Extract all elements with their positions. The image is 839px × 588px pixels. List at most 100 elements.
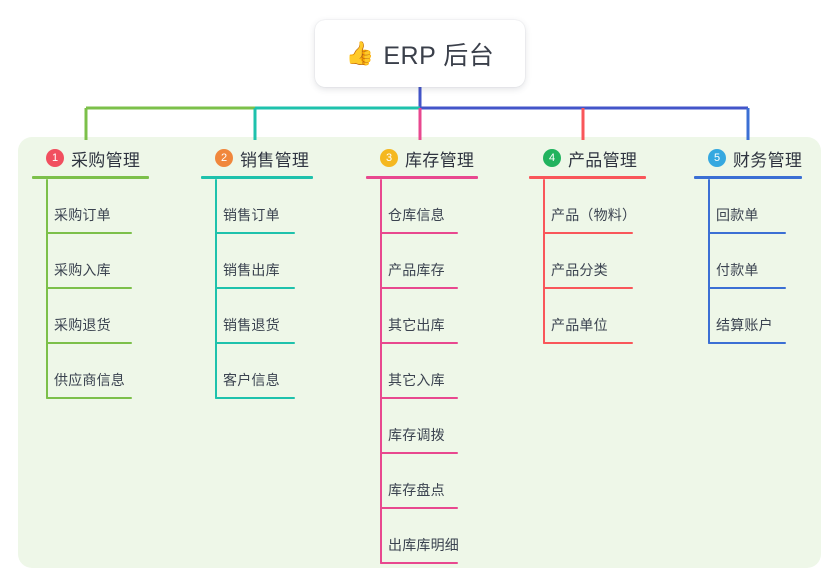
branch-item-label: 供应商信息: [54, 372, 125, 388]
branch-item[interactable]: 销售订单: [201, 179, 323, 234]
root-node-content: 👍 ERP 后台: [346, 36, 495, 72]
branch-item[interactable]: 供应商信息: [32, 344, 160, 399]
branch-item-list: 回款单付款单结算账户: [694, 179, 812, 344]
branch-underline: [366, 176, 478, 179]
branch-item[interactable]: 产品（物料）: [529, 179, 657, 234]
branch-item-label: 销售退货: [223, 317, 280, 333]
branch-item-label: 采购订单: [54, 207, 111, 223]
branch-item-label: 客户信息: [223, 372, 280, 388]
branch-item[interactable]: 其它入库: [366, 344, 488, 399]
branch-item-label: 仓库信息: [388, 207, 445, 223]
branch-title: 库存管理: [405, 150, 475, 170]
branch-item[interactable]: 客户信息: [201, 344, 323, 399]
branch-item-underline: [708, 232, 786, 234]
branch-number-badge: 1: [46, 149, 64, 167]
branch-item[interactable]: 库存调拨: [366, 399, 488, 454]
branch-number-badge: 2: [215, 149, 233, 167]
branches-background-panel: [18, 137, 821, 568]
branch-item-list: 采购订单采购入库采购退货供应商信息: [32, 179, 160, 399]
branch-spine: [543, 179, 545, 344]
branch-item-label: 其它入库: [388, 372, 445, 388]
branch-item-underline: [46, 397, 132, 399]
branch-underline: [694, 176, 802, 179]
branch-column: 3 库存管理仓库信息产品库存其它出库其它入库库存调拨库存盘点出库库明细: [366, 145, 488, 564]
branch-item-list: 销售订单销售出库销售退货客户信息: [201, 179, 323, 399]
branch-item[interactable]: 销售退货: [201, 289, 323, 344]
branch-item-underline: [46, 342, 132, 344]
branch-item-label: 库存盘点: [388, 482, 445, 498]
branch-item-label: 采购入库: [54, 262, 111, 278]
branch-item-label: 销售订单: [223, 207, 280, 223]
branch-item-label: 产品单位: [551, 317, 608, 333]
branch-item-underline: [380, 452, 458, 454]
branch-item-underline: [215, 287, 295, 289]
branch-item-label: 回款单: [716, 207, 759, 223]
branch-spine: [380, 179, 382, 564]
thumbs-up-icon: 👍: [345, 40, 375, 66]
branch-item[interactable]: 销售出库: [201, 234, 323, 289]
branch-item[interactable]: 其它出库: [366, 289, 488, 344]
branch-item-label: 付款单: [716, 262, 759, 278]
branch-item-underline: [380, 342, 458, 344]
branch-item[interactable]: 产品分类: [529, 234, 657, 289]
branch-item[interactable]: 采购订单: [32, 179, 160, 234]
branch-item[interactable]: 采购入库: [32, 234, 160, 289]
branch-underline: [32, 176, 149, 179]
branch-item-label: 产品（物料）: [551, 207, 637, 223]
branch-item[interactable]: 结算账户: [694, 289, 812, 344]
branch-item-underline: [215, 397, 295, 399]
branch-item-label: 其它出库: [388, 317, 445, 333]
branch-item-list: 产品（物料） 产品分类产品单位: [529, 179, 657, 344]
branch-item-underline: [46, 232, 132, 234]
branch-item-underline: [380, 562, 458, 564]
branch-item-label: 销售出库: [223, 262, 280, 278]
branch-item[interactable]: 产品单位: [529, 289, 657, 344]
branch-item-label: 结算账户: [716, 317, 773, 333]
branch-number-badge: 5: [708, 149, 726, 167]
branch-item[interactable]: 产品库存: [366, 234, 488, 289]
branch-item-list: 仓库信息产品库存其它出库其它入库库存调拨库存盘点出库库明细: [366, 179, 488, 564]
branch-item-underline: [380, 507, 458, 509]
branch-item-underline: [708, 287, 786, 289]
branch-item-underline: [380, 287, 458, 289]
branch-spine: [215, 179, 217, 399]
branch-title: 销售管理: [240, 150, 310, 170]
branch-number-badge: 4: [543, 149, 561, 167]
branch-item[interactable]: 出库库明细: [366, 509, 488, 564]
branch-item-underline: [708, 342, 786, 344]
branch-item-underline: [543, 287, 633, 289]
branch-item-underline: [543, 232, 633, 234]
branch-item-label: 产品库存: [388, 262, 445, 278]
branch-item-underline: [215, 342, 295, 344]
branch-item-label: 产品分类: [551, 262, 608, 278]
branch-item-underline: [215, 232, 295, 234]
branch-item-underline: [46, 287, 132, 289]
branch-column: 5 财务管理回款单付款单结算账户: [694, 145, 812, 344]
branch-item-underline: [380, 232, 458, 234]
branch-item[interactable]: 付款单: [694, 234, 812, 289]
branch-column: 4 产品管理产品（物料） 产品分类产品单位: [529, 145, 657, 344]
branch-item[interactable]: 库存盘点: [366, 454, 488, 509]
branch-item-label: 采购退货: [54, 317, 111, 333]
branch-item-label: 出库库明细: [388, 537, 459, 553]
branch-header[interactable]: 3 库存管理: [366, 145, 488, 171]
branch-item[interactable]: 仓库信息: [366, 179, 488, 234]
branch-item-underline: [380, 397, 458, 399]
branch-title: 财务管理: [733, 150, 803, 170]
branch-number-badge: 3: [380, 149, 398, 167]
branch-column: 2 销售管理销售订单销售出库销售退货客户信息: [201, 145, 323, 399]
branch-spine: [708, 179, 710, 344]
branch-item-underline: [543, 342, 633, 344]
branch-header[interactable]: 2 销售管理: [201, 145, 323, 171]
root-node-title: ERP 后台: [383, 41, 495, 70]
branch-header[interactable]: 5 财务管理: [694, 145, 812, 171]
root-node[interactable]: 👍 ERP 后台: [315, 20, 525, 87]
branch-title: 产品管理: [568, 150, 638, 170]
branch-spine: [46, 179, 48, 399]
branch-header[interactable]: 4 产品管理: [529, 145, 657, 171]
branch-item[interactable]: 采购退货: [32, 289, 160, 344]
branch-item[interactable]: 回款单: [694, 179, 812, 234]
